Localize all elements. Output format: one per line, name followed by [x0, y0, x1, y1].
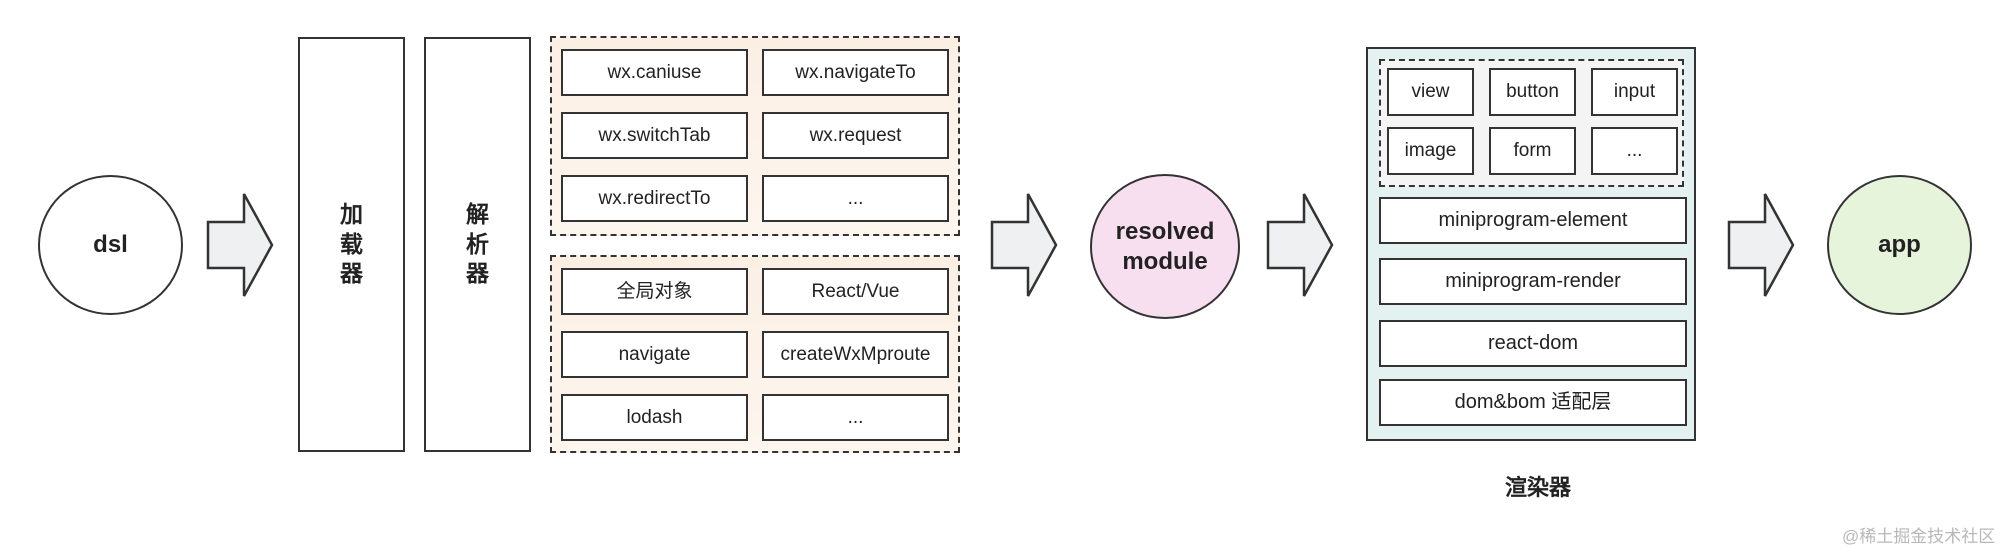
renderer-layer: dom&bom 适配层 [1379, 379, 1687, 426]
runtime-item: ... [762, 394, 949, 441]
loader-box: 加载器 [298, 37, 405, 452]
api-item: wx.caniuse [561, 49, 748, 96]
app-node: app [1827, 175, 1972, 315]
api-item: wx.switchTab [561, 112, 748, 159]
component-item: view [1387, 68, 1474, 116]
watermark: @稀土掘金技术社区 [1842, 527, 1996, 546]
renderer-box: view button input image form ... minipro… [1366, 47, 1696, 441]
arrow-3-icon [1266, 193, 1334, 297]
app-label: app [1878, 231, 1921, 258]
renderer-layer: react-dom [1379, 320, 1687, 367]
api-group: wx.caniuse wx.navigateTo wx.switchTab wx… [550, 36, 960, 236]
runtime-item: lodash [561, 394, 748, 441]
arrow-2-icon [990, 193, 1058, 297]
component-item: input [1591, 68, 1678, 116]
api-item: wx.navigateTo [762, 49, 949, 96]
arrow-1-icon [206, 193, 274, 297]
dsl-label: dsl [93, 231, 128, 258]
component-group: view button input image form ... [1379, 59, 1684, 187]
component-item: ... [1591, 127, 1678, 175]
component-item: form [1489, 127, 1576, 175]
parser-label: 解析器 [466, 200, 489, 287]
api-item: wx.request [762, 112, 949, 159]
loader-label: 加载器 [340, 200, 363, 287]
api-item: wx.redirectTo [561, 175, 748, 222]
renderer-layer: miniprogram-element [1379, 197, 1687, 244]
resolved-module-node: resolved module [1090, 174, 1240, 319]
resolved-module-label: resolved module [1115, 217, 1215, 275]
runtime-item: React/Vue [762, 268, 949, 315]
parser-box: 解析器 [424, 37, 531, 452]
renderer-layer: miniprogram-render [1379, 258, 1687, 305]
renderer-caption: 渲染器 [1505, 475, 1572, 500]
runtime-item: 全局对象 [561, 268, 748, 315]
component-item: image [1387, 127, 1474, 175]
runtime-item: navigate [561, 331, 748, 378]
dsl-node: dsl [38, 175, 183, 315]
component-item: button [1489, 68, 1576, 116]
runtime-item: createWxMproute [762, 331, 949, 378]
runtime-group: 全局对象 React/Vue navigate createWxMproute … [550, 255, 960, 453]
api-item: ... [762, 175, 949, 222]
arrow-4-icon [1727, 193, 1795, 297]
